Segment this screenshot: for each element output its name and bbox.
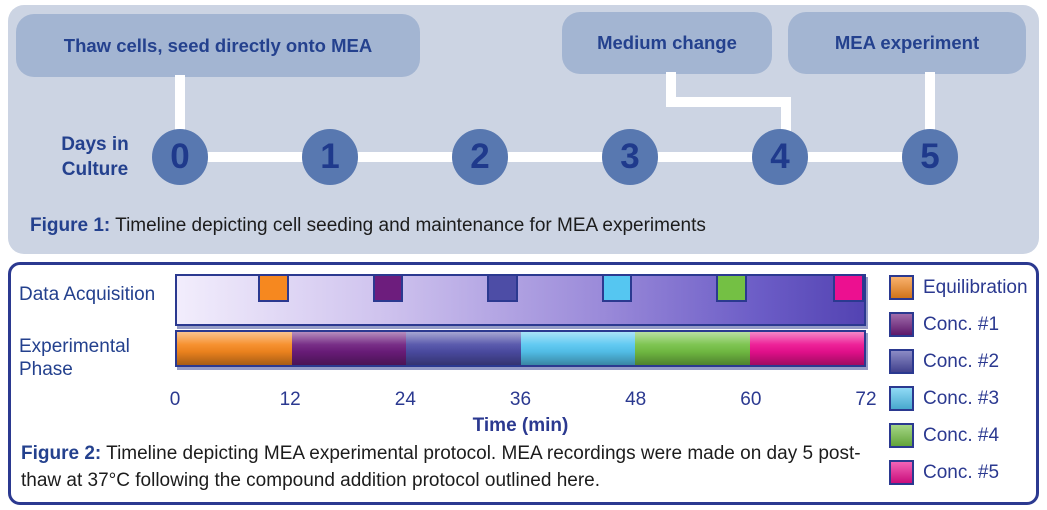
legend-swatch-conc-4 xyxy=(889,423,914,448)
data-acquisition-row-label: Data Acquisition xyxy=(19,284,156,305)
callout-mea-experiment-label: MEA experiment xyxy=(834,32,980,53)
figure1-caption: Figure 1: Timeline depicting cell seedin… xyxy=(30,215,706,237)
legend-label-equilibration: Equilibration xyxy=(923,276,1028,298)
legend-swatch-conc-2 xyxy=(889,349,914,374)
legend-swatch-equilibration xyxy=(889,275,914,300)
callout-thaw-cells-label: Thaw cells, seed directly onto MEA xyxy=(63,34,373,56)
legend-swatch-conc-5 xyxy=(889,460,914,485)
experimental-phase-bar xyxy=(175,330,866,367)
days-in-culture-line1: Days in xyxy=(61,134,129,155)
acquisition-window-conc-1 xyxy=(372,276,404,302)
phase-segment-conc-1 xyxy=(291,332,406,365)
acquisition-window-equilibration xyxy=(258,276,289,302)
x-tick-24: 24 xyxy=(394,389,416,410)
figure1-caption-label: Figure 1: xyxy=(30,215,111,236)
legend-label-conc-5: Conc. #5 xyxy=(923,461,1000,483)
phase-segment-conc-3 xyxy=(520,332,635,365)
callout-mea-experiment: MEA experiment xyxy=(788,12,1026,74)
legend-label-conc-3: Conc. #3 xyxy=(923,387,1000,409)
days-in-culture-label: Days in Culture xyxy=(36,132,154,182)
day-circle-5: 5 xyxy=(902,129,958,185)
connector-thaw-to-day0 xyxy=(175,75,185,157)
legend-entry-conc-1: Conc. #1 xyxy=(889,312,1028,337)
callout-thaw-cells: Thaw cells, seed directly onto MEA xyxy=(16,14,420,77)
legend-label-conc-2: Conc. #2 xyxy=(923,350,1000,372)
callout-medium-change-label: Medium change xyxy=(597,32,737,53)
day-circle-1: 1 xyxy=(302,129,358,185)
timeline-axis-line xyxy=(180,152,930,162)
days-in-culture-line2: Culture xyxy=(61,159,129,181)
legend-entry-conc-4: Conc. #4 xyxy=(889,423,1028,448)
x-tick-72: 72 xyxy=(855,389,877,410)
experimental-phase-row-label: Experimental Phase xyxy=(19,336,130,381)
legend-entry-conc-5: Conc. #5 xyxy=(889,460,1028,485)
day-circle-2: 2 xyxy=(452,129,508,185)
figure2-caption: Figure 2: Timeline depicting MEA experim… xyxy=(21,441,883,494)
phase-segment-conc-2 xyxy=(406,332,521,365)
figure2-caption-label: Figure 2: xyxy=(21,443,102,464)
figure2-caption-text: Timeline depicting MEA experimental prot… xyxy=(21,443,861,491)
phase-segment-conc-4 xyxy=(635,332,750,365)
legend-swatch-conc-3 xyxy=(889,386,914,411)
legend-swatch-conc-1 xyxy=(889,312,914,337)
figure1-caption-text: Timeline depicting cell seeding and main… xyxy=(110,215,706,236)
phase-segment-conc-5 xyxy=(749,332,864,365)
figure1-panel: Thaw cells, seed directly onto MEA Mediu… xyxy=(8,5,1039,254)
x-tick-60: 60 xyxy=(740,389,762,410)
acquisition-window-conc-5 xyxy=(833,276,864,302)
acquisition-window-conc-4 xyxy=(716,276,747,302)
phase-segment-equilibration xyxy=(177,332,292,365)
acquisition-window-conc-2 xyxy=(487,276,518,302)
connector-medium-change-stub xyxy=(666,72,676,107)
day-circle-0: 0 xyxy=(152,129,208,185)
legend-entry-conc-2: Conc. #2 xyxy=(889,349,1028,374)
acquisition-window-conc-3 xyxy=(601,276,633,302)
legend-label-conc-4: Conc. #4 xyxy=(923,424,1000,446)
legend-entry-equilibration: Equilibration xyxy=(889,275,1028,300)
data-acquisition-bar xyxy=(175,274,866,326)
x-tick-48: 48 xyxy=(625,389,647,410)
figure2-panel: Data Acquisition Experimental Phase 0 12 2… xyxy=(8,262,1039,505)
day-circle-4: 4 xyxy=(752,129,808,185)
x-tick-0: 0 xyxy=(169,389,181,410)
x-axis: 0 12 24 36 48 60 72 xyxy=(170,389,877,413)
connector-mea-to-day5 xyxy=(925,72,935,157)
connector-medium-change-to-day4 xyxy=(781,97,791,157)
legend-entry-conc-3: Conc. #3 xyxy=(889,386,1028,411)
x-tick-12: 12 xyxy=(279,389,301,410)
x-tick-36: 36 xyxy=(509,389,532,410)
x-axis-title: Time (min) xyxy=(472,415,569,436)
connector-medium-change-horizontal xyxy=(666,97,791,107)
day-circle-3: 3 xyxy=(602,129,658,185)
legend-label-conc-1: Conc. #1 xyxy=(923,313,1000,335)
callout-medium-change: Medium change xyxy=(562,12,772,74)
